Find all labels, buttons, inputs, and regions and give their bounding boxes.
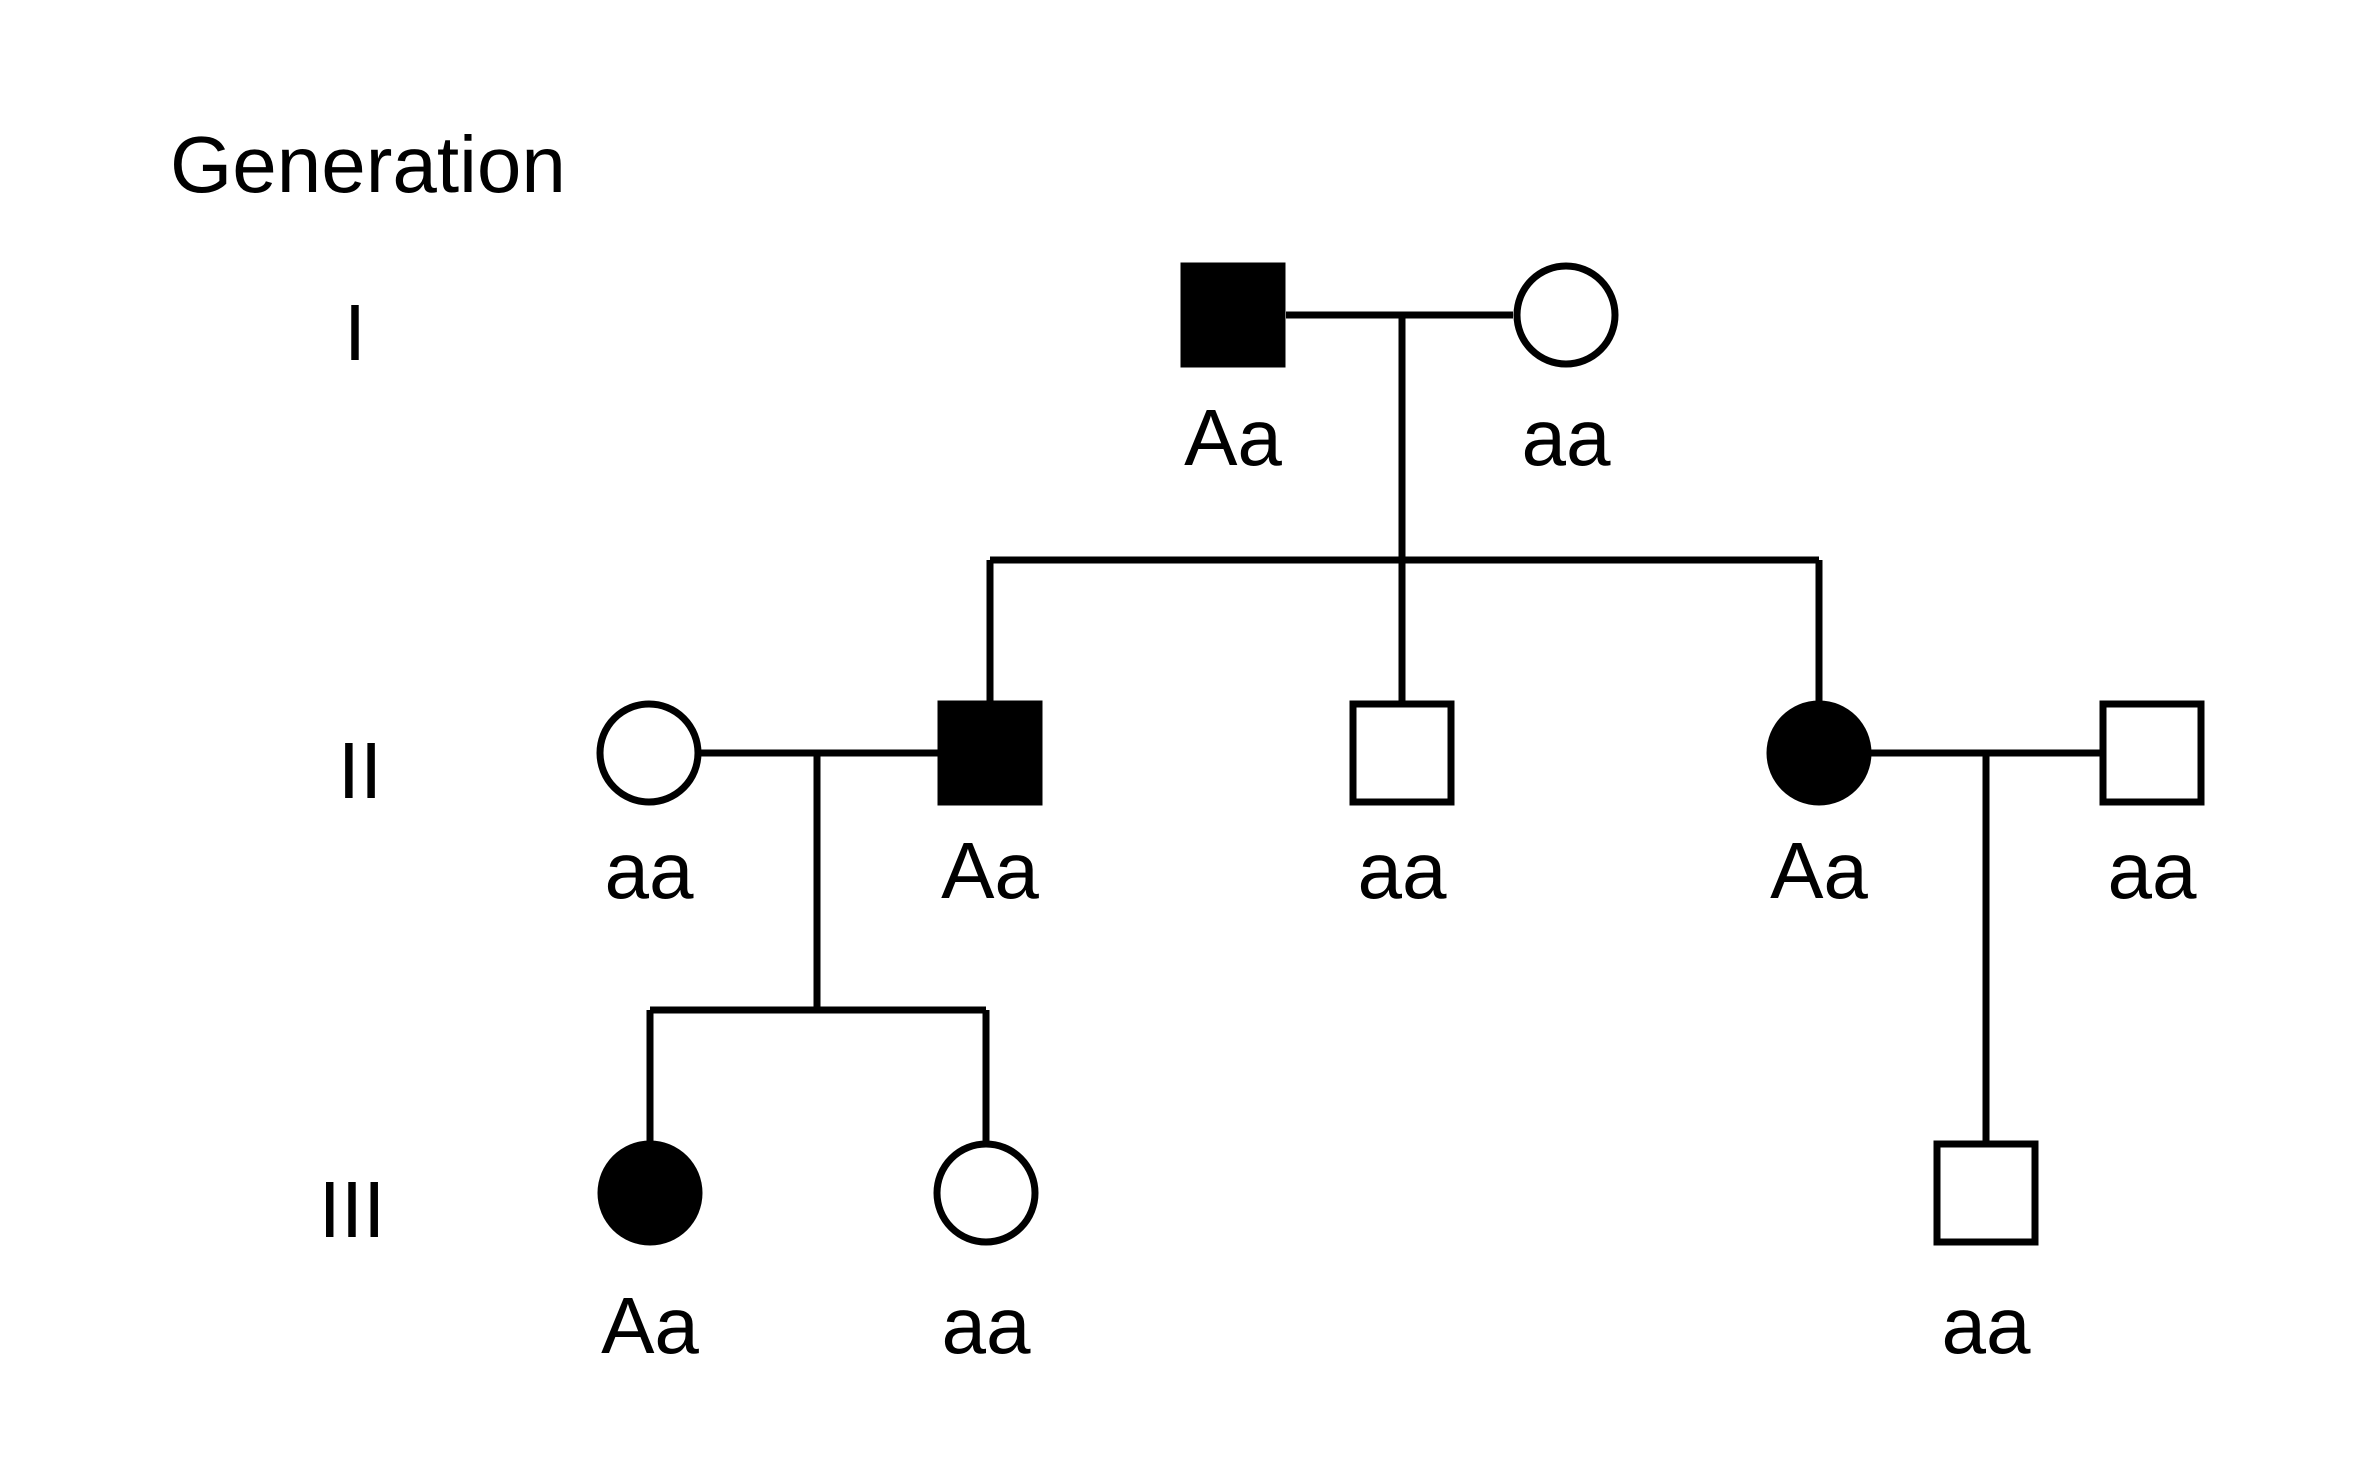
genotype-label-I-1: Aa [1184, 393, 1282, 482]
pedigree-symbol-I-1 [1180, 262, 1286, 368]
genotype-label-II-2: Aa [941, 826, 1039, 915]
generation-numeral-I: I [344, 288, 366, 377]
genotype-label-III-2: aa [942, 1281, 1031, 1370]
pedigree-symbol-III-1 [597, 1140, 703, 1246]
diagram-title: Generation [170, 120, 566, 209]
genotype-label-III-1: Aa [601, 1281, 699, 1370]
pedigree-symbol-III-3 [1933, 1140, 2039, 1246]
generation-numeral-III: III [319, 1165, 386, 1254]
pedigree-symbol-II-3 [1349, 700, 1455, 806]
genotype-label-II-3: aa [1358, 826, 1447, 915]
pedigree-symbol-I-2 [1513, 262, 1619, 368]
genotype-label-II-1: aa [605, 826, 694, 915]
genotype-label-I-2: aa [1522, 393, 1611, 482]
pedigree-symbol-II-4 [1766, 700, 1872, 806]
genotype-label-II-5: aa [2108, 826, 2197, 915]
pedigree-symbol-II-1 [596, 700, 702, 806]
pedigree-symbol-II-2 [937, 700, 1043, 806]
genotype-label-II-4: Aa [1770, 826, 1868, 915]
pedigree-symbol-III-2 [933, 1140, 1039, 1246]
pedigree-symbol-II-5 [2099, 700, 2205, 806]
generation-numeral-II: II [338, 726, 382, 815]
genotype-label-III-3: aa [1942, 1281, 2031, 1370]
